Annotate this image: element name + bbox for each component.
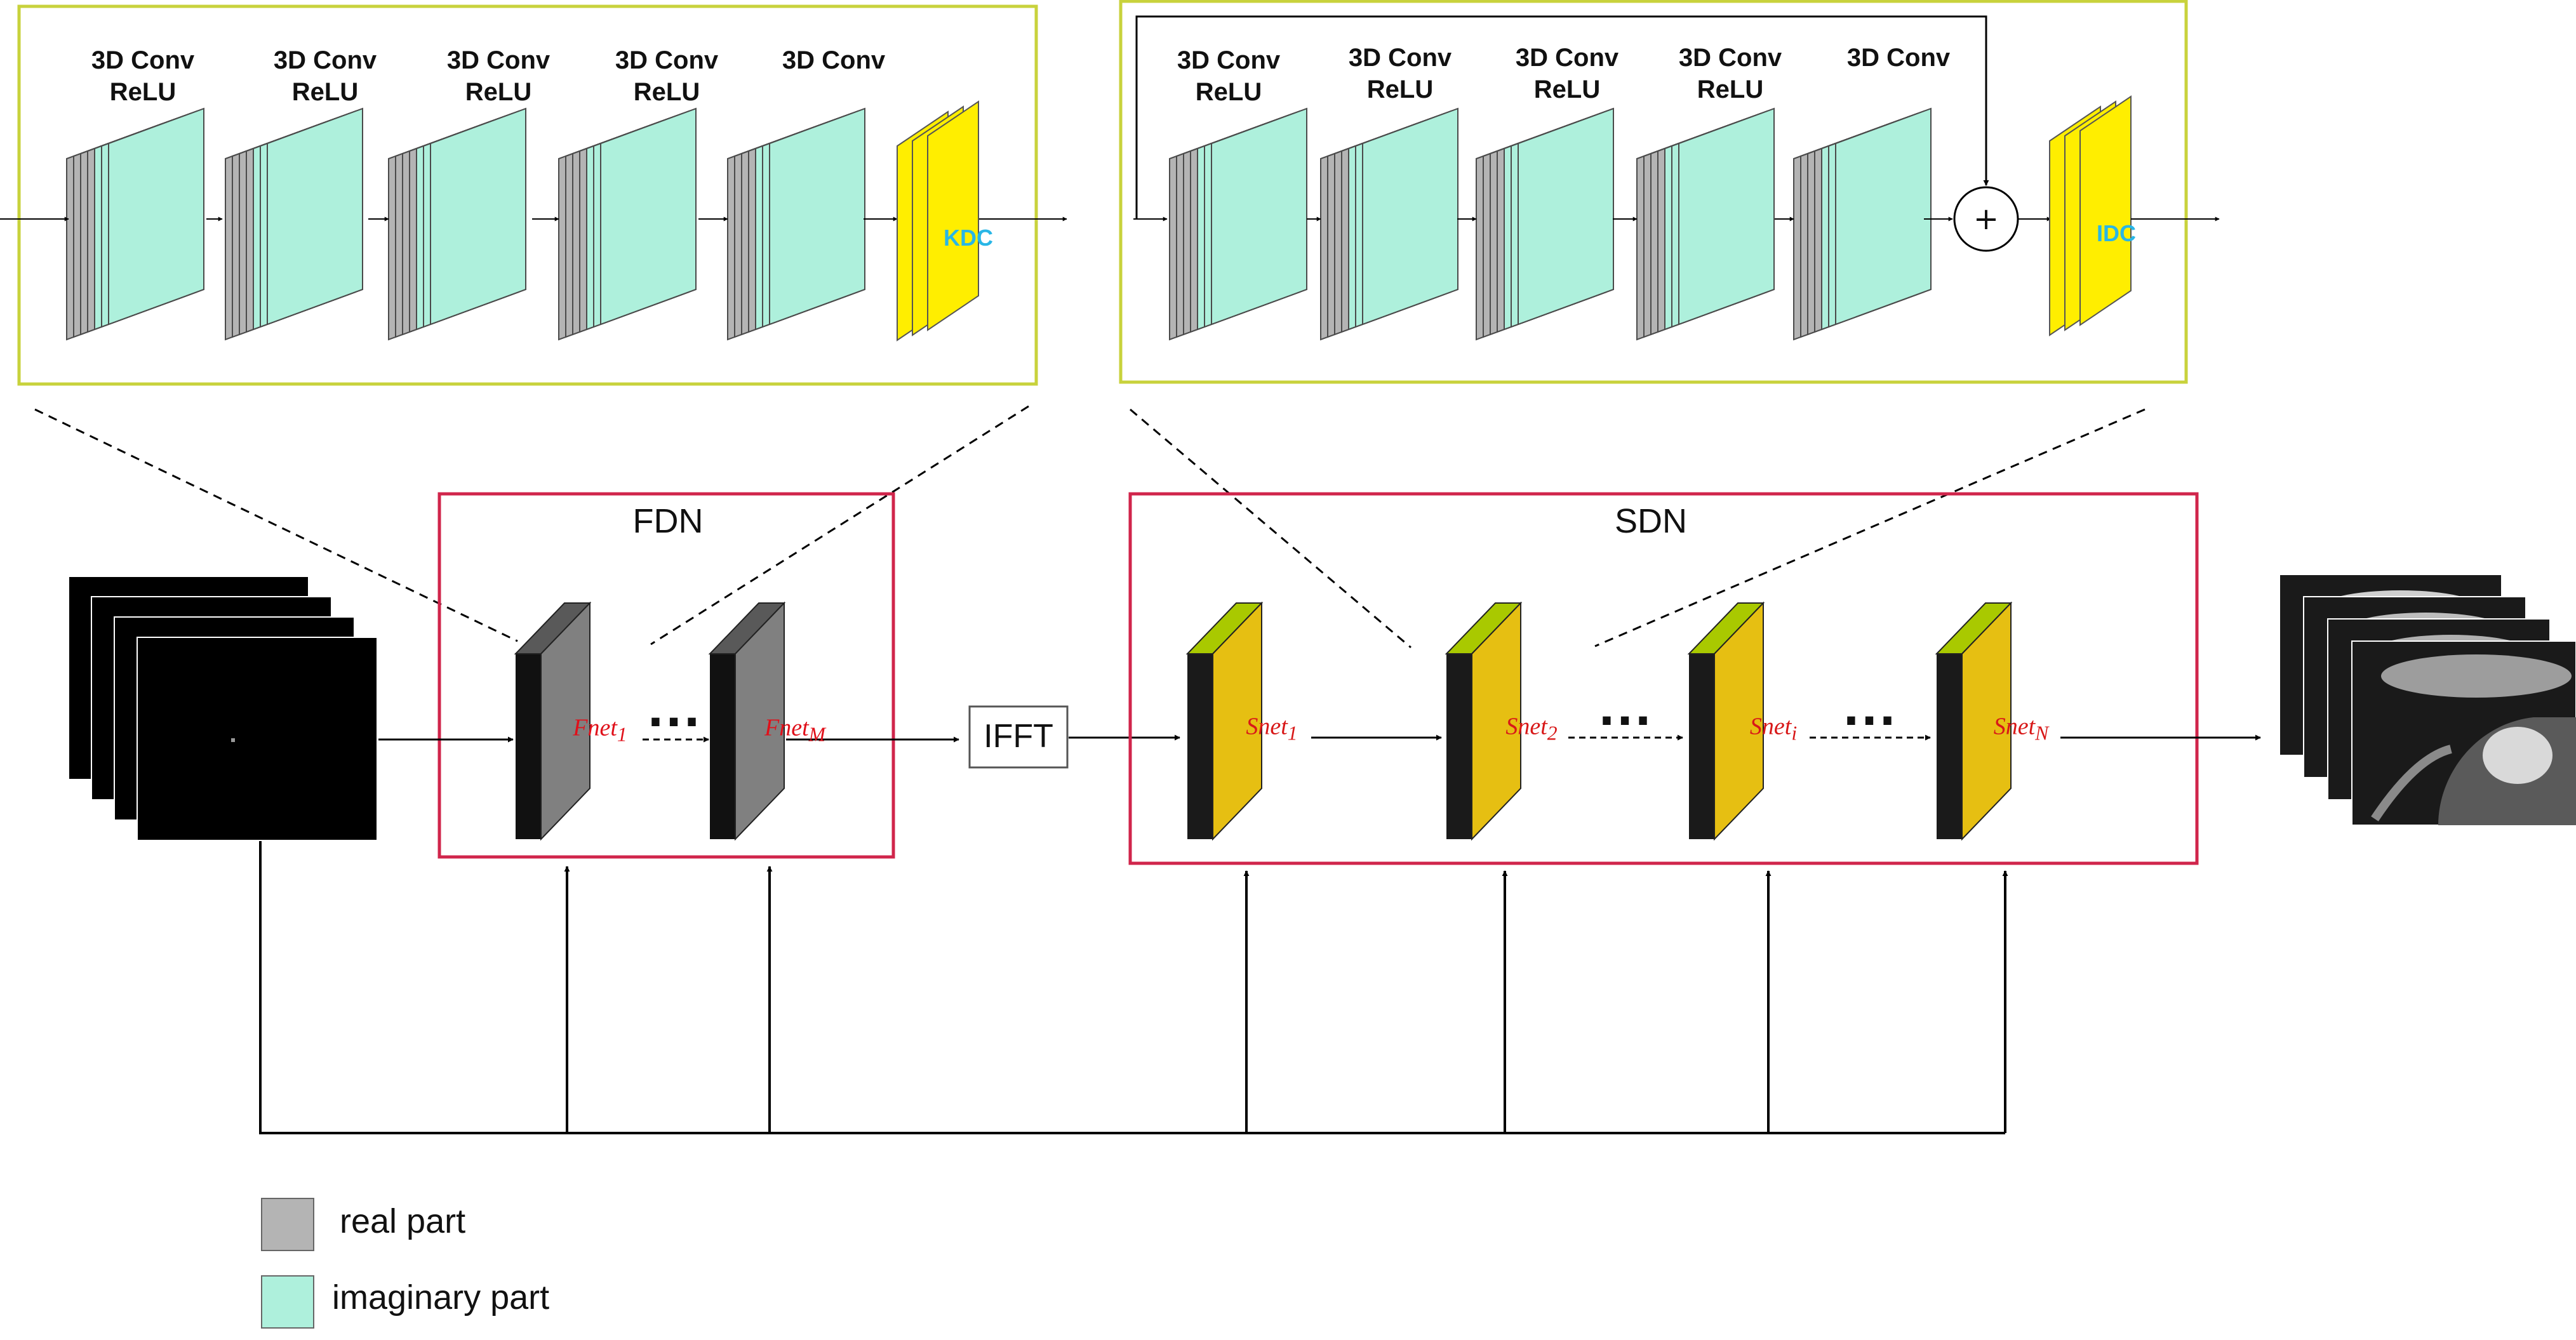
idc-label: IDC (2097, 220, 2136, 246)
tl-conv-stack-5 (727, 107, 865, 341)
fdn-ellipsis: ... (647, 685, 702, 737)
input-kspace-stack (68, 576, 378, 841)
fnet-1-label: Fnet1 (573, 714, 627, 746)
sum-symbol: + (1973, 201, 1999, 237)
snet-i-label: Sneti (1749, 713, 1798, 745)
tr-conv-stack-5 (1793, 107, 1932, 341)
sdn-ellipsis-2: ... (1843, 684, 1897, 736)
tl-conv-stack-2 (225, 107, 363, 341)
tl-conv-stack-3 (388, 107, 526, 341)
skip-connection (1135, 15, 1989, 219)
fnet-1-block (514, 601, 592, 841)
tr-conv-stack-2 (1320, 107, 1458, 341)
legend-imag-label: imaginary part (332, 1278, 550, 1317)
fdn-module-border (437, 492, 895, 859)
tr-conv-stack-3 (1476, 107, 1614, 341)
snet-1-label: Snet1 (1246, 713, 1298, 745)
kdc-stack (897, 100, 979, 342)
snet-block-3 (1687, 601, 1765, 841)
kdc-block-border (17, 4, 1038, 386)
tl-conv-stack-1 (66, 107, 204, 341)
tr-conv-label-5: 3D Conv (1846, 44, 1951, 72)
output-image-stack (2279, 574, 2576, 826)
snet-n-label: SnetN (1993, 713, 2049, 745)
idc-stack (2049, 95, 2132, 336)
sdn-title: SDN (1614, 502, 1688, 540)
tl-conv-stack-4 (558, 107, 697, 341)
tr-conv-stack-1 (1169, 107, 1307, 341)
legend-imag-swatch (261, 1275, 314, 1329)
snet-2-label: Snet2 (1505, 713, 1558, 745)
tl-conv-label-5: 3D Conv (782, 46, 886, 74)
fnet-m-block (708, 601, 786, 841)
snet-block-1 (1185, 601, 1264, 841)
snet-block-2 (1445, 601, 1523, 841)
sdn-ellipsis-1: ... (1598, 684, 1653, 736)
ifft-label: IFFT (984, 718, 1053, 755)
kdc-label: KDC (944, 225, 993, 251)
tr-conv-stack-4 (1636, 107, 1775, 341)
fdn-title: FDN (632, 502, 704, 540)
ifft-box (968, 705, 1069, 769)
fnet-m-label: FnetM (764, 714, 826, 746)
legend-real-swatch (261, 1198, 314, 1251)
legend-real-label: real part (340, 1202, 466, 1240)
idc-block-border (1119, 0, 2188, 384)
snet-block-4 (1935, 601, 2013, 841)
sdn-module-border (1128, 492, 2199, 865)
